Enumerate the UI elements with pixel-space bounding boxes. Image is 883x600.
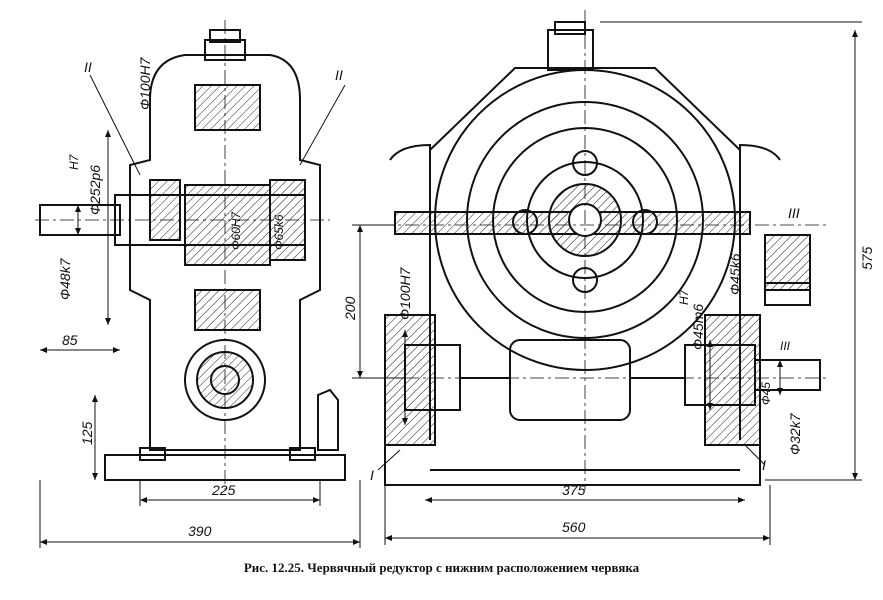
dim-d48: Ф48k7: [57, 257, 73, 300]
figure-caption: Рис. 12.25. Червячный редуктор с нижним …: [243, 560, 640, 575]
right-dimension-labels: 200 Ф100Н7 Н7 Ф45т6 Ф45k6 Ф45 Ф32k7 375 …: [342, 205, 875, 535]
dim-200: 200: [342, 296, 358, 321]
dim-d60: Ф60Н7: [229, 210, 243, 250]
dim-d45k6: Ф45k6: [727, 253, 743, 295]
dim-d45-worm: Ф45: [759, 382, 773, 405]
dim-d65: Ф65k6: [272, 214, 286, 250]
section-mark-i-left: I: [370, 467, 374, 483]
dim-d100-right: Ф100Н7: [397, 266, 413, 320]
section-mark-iii-shaft: III: [780, 339, 791, 353]
dim-375: 375: [562, 482, 586, 498]
dim-h7-left: Н7: [67, 153, 81, 170]
dim-d32: Ф32k7: [787, 412, 803, 455]
section-mark-i-right: I: [762, 457, 766, 473]
dim-85: 85: [62, 332, 78, 348]
dim-225: 225: [211, 482, 236, 498]
dim-d100-left: Ф100Н7: [137, 56, 153, 110]
left-dimension-labels: Ф100Н7 Н7 Ф252р6 Ф60Н7 Ф65k6 Ф48k7 85 12…: [57, 56, 343, 539]
dim-d45m6: Ф45т6: [690, 304, 706, 350]
section-mark-iii-detail: III: [788, 205, 800, 221]
left-dimensions: [39, 74, 361, 548]
dim-575: 575: [859, 246, 875, 270]
dim-125: 125: [79, 421, 95, 445]
dim-d252: Ф252р6: [87, 165, 103, 215]
dim-390: 390: [188, 523, 212, 539]
dim-560: 560: [562, 519, 586, 535]
dim-h7-right: Н7: [677, 288, 691, 305]
section-mark-ii-right: II: [335, 67, 343, 83]
section-mark-ii-left: II: [84, 59, 92, 75]
right-view: [380, 10, 830, 490]
right-dimensions: [352, 21, 862, 545]
left-view: [35, 20, 346, 490]
